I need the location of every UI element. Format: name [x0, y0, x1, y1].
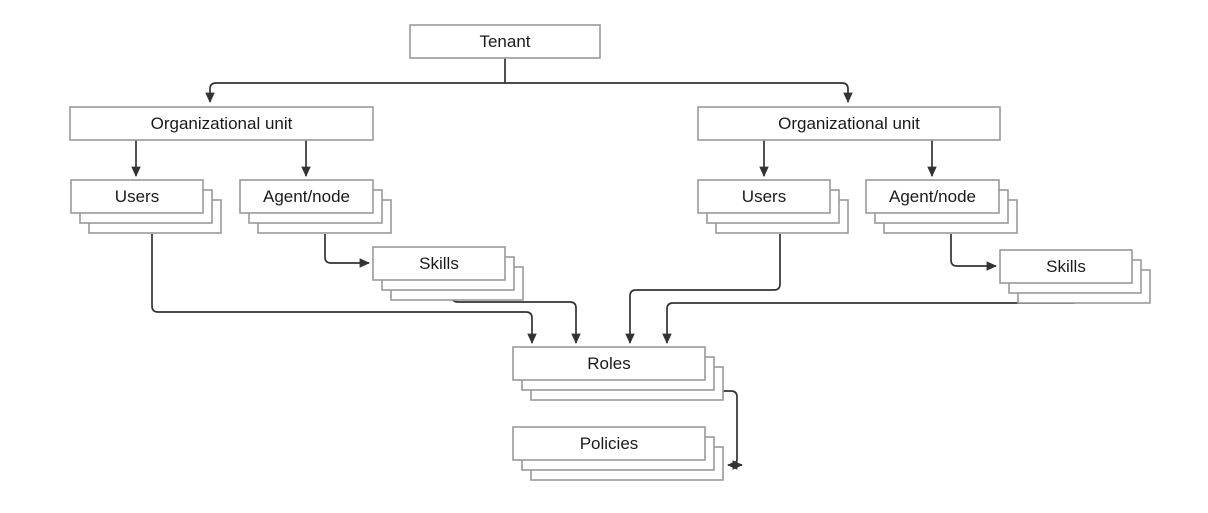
node-skills-right[interactable]: Skills [999, 249, 1151, 304]
node-users-left-label: Users [115, 187, 159, 206]
edge-tenant-to-org-unit-left [205, 58, 506, 103]
node-roles-box [512, 346, 706, 381]
node-organizational-unit-right[interactable]: Organizational unit [697, 106, 1001, 141]
node-skills-right-box [999, 249, 1133, 284]
node-agent-node-right-label: Agent/node [889, 187, 976, 206]
node-organizational-unit-left[interactable]: Organizational unit [69, 106, 374, 141]
node-tenant[interactable]: Tenant [409, 24, 601, 59]
node-skills-right-label: Skills [1046, 257, 1086, 276]
node-skills-left-box [372, 246, 506, 281]
node-tenant-box [409, 24, 601, 59]
node-agent-node-right-box [865, 179, 1000, 214]
node-users-left-box [70, 179, 204, 214]
node-organizational-unit-left-label: Organizational unit [151, 114, 293, 133]
node-agent-node-right[interactable]: Agent/node [865, 179, 1018, 234]
node-policies[interactable]: Policies [512, 426, 724, 481]
node-roles-label: Roles [587, 354, 630, 373]
edge-users-left-to-roles [151, 234, 537, 344]
edge-agent-node-right-to-skills-right [950, 234, 997, 271]
node-users-left[interactable]: Users [70, 179, 222, 234]
node-users-right-label: Users [742, 187, 786, 206]
node-organizational-unit-right-label: Organizational unit [778, 114, 920, 133]
node-organizational-unit-right-box [697, 106, 1001, 141]
node-roles[interactable]: Roles [512, 346, 724, 401]
node-agent-node-left-label: Agent/node [263, 187, 350, 206]
edge-tenant-to-org-unit-right [505, 82, 853, 103]
node-tenant-label: Tenant [479, 32, 530, 51]
node-agent-node-left-box [239, 179, 374, 214]
node-skills-left[interactable]: Skills [372, 246, 524, 301]
node-policies-label: Policies [580, 434, 639, 453]
node-organizational-unit-left-box [69, 106, 374, 141]
node-agent-node-left[interactable]: Agent/node [239, 179, 392, 234]
edge-users-right-to-roles [625, 234, 781, 344]
node-users-right-box [697, 179, 831, 214]
node-policies-box [512, 426, 706, 461]
node-skills-left-label: Skills [419, 254, 459, 273]
edge-agent-node-left-to-skills-left [324, 234, 370, 268]
node-users-right[interactable]: Users [697, 179, 849, 234]
